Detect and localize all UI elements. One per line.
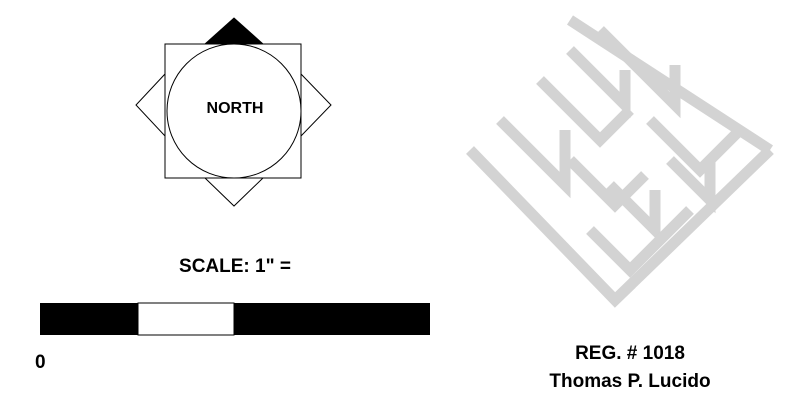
- north-label: NORTH: [206, 100, 264, 117]
- watermark-l-5: [646, 116, 744, 178]
- scale-zero-label: 0: [35, 352, 46, 373]
- scale-bar: [40, 302, 430, 336]
- compass-south-point: [203, 177, 265, 207]
- scale-title: SCALE: 1" =: [179, 256, 291, 277]
- registration-number: REG. # 1018: [575, 343, 685, 364]
- compass-ring: [166, 43, 302, 179]
- watermark-l-4: [596, 26, 681, 119]
- north-compass-icon: [135, 17, 332, 207]
- watermark-l-1: [496, 116, 571, 199]
- watermark-outer-bottom: [466, 146, 774, 308]
- north-compass: NORTH: [130, 14, 340, 214]
- scale-segment-1: [40, 303, 138, 335]
- watermark-l-3: [566, 46, 631, 119]
- watermark-l-9: [666, 156, 716, 214]
- watermark-l-8: [586, 206, 694, 278]
- watermark-l-2: [536, 76, 634, 148]
- watermark-l-7: [606, 181, 661, 244]
- maze-logo-watermark: [466, 15, 774, 308]
- compass-north-point: [203, 17, 265, 45]
- watermark-l-6: [566, 156, 649, 213]
- scale-segment-3: [234, 303, 430, 335]
- scale-segment-2: [137, 302, 235, 336]
- registration-block: REG. # 1018 Thomas P. Lucido: [480, 340, 780, 396]
- registrant-name: Thomas P. Lucido: [549, 371, 711, 392]
